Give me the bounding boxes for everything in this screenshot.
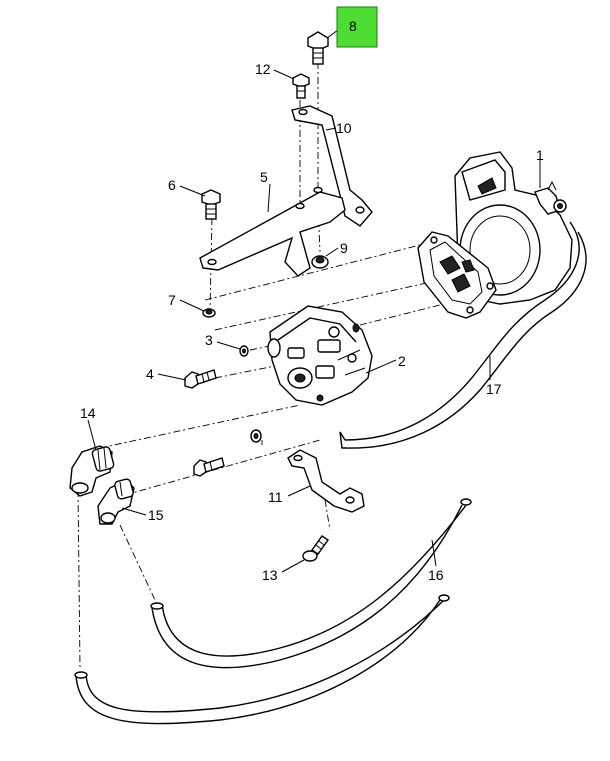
callout-6[interactable]: 6 [168,177,176,193]
bracket-part-11[interactable] [287,449,365,513]
callout-8[interactable]: 8 [349,18,357,34]
washer-lower[interactable] [250,429,262,443]
callout-10[interactable]: 10 [336,120,352,136]
callout-highlight-8 [336,6,378,48]
callout-5[interactable]: 5 [260,169,268,185]
bracket-part-10[interactable] [291,105,373,227]
nut-part-7[interactable] [202,308,216,318]
callout-3[interactable]: 3 [205,332,213,348]
callout-12[interactable]: 12 [255,61,271,77]
leader-lines [87,29,541,573]
callout-17[interactable]: 17 [486,381,502,397]
washer-part-3[interactable] [239,345,249,357]
callout-1[interactable]: 1 [536,147,544,163]
nut-part-9[interactable] [311,255,329,269]
callout-14[interactable]: 14 [80,405,96,421]
callout-16[interactable]: 16 [428,567,444,583]
bolt-part-6[interactable] [201,189,221,220]
callout-7[interactable]: 7 [168,292,176,308]
hose-part-16[interactable] [74,498,472,725]
bolt-part-8[interactable] [307,31,329,65]
bolt-lower[interactable] [193,457,225,477]
hose-part-17[interactable] [339,221,587,449]
flange-part-1[interactable] [417,231,497,319]
callout-labels: 8 12 10 6 5 1 9 7 3 4 2 17 14 15 11 13 1… [80,6,544,583]
bolt-part-12[interactable] [292,73,310,99]
pump-part-2[interactable] [267,305,373,406]
bolt-part-4[interactable] [184,369,217,389]
elbow-part-15[interactable] [97,478,135,525]
callout-4[interactable]: 4 [146,366,154,382]
callout-2[interactable]: 2 [398,353,406,369]
bracket-part-5[interactable] [199,186,346,277]
callout-13[interactable]: 13 [262,567,278,583]
callout-15[interactable]: 15 [148,507,164,523]
callout-11[interactable]: 11 [268,489,283,505]
screw-part-13[interactable] [302,535,329,562]
elbow-part-14[interactable] [69,445,115,497]
callout-9[interactable]: 9 [340,240,348,256]
